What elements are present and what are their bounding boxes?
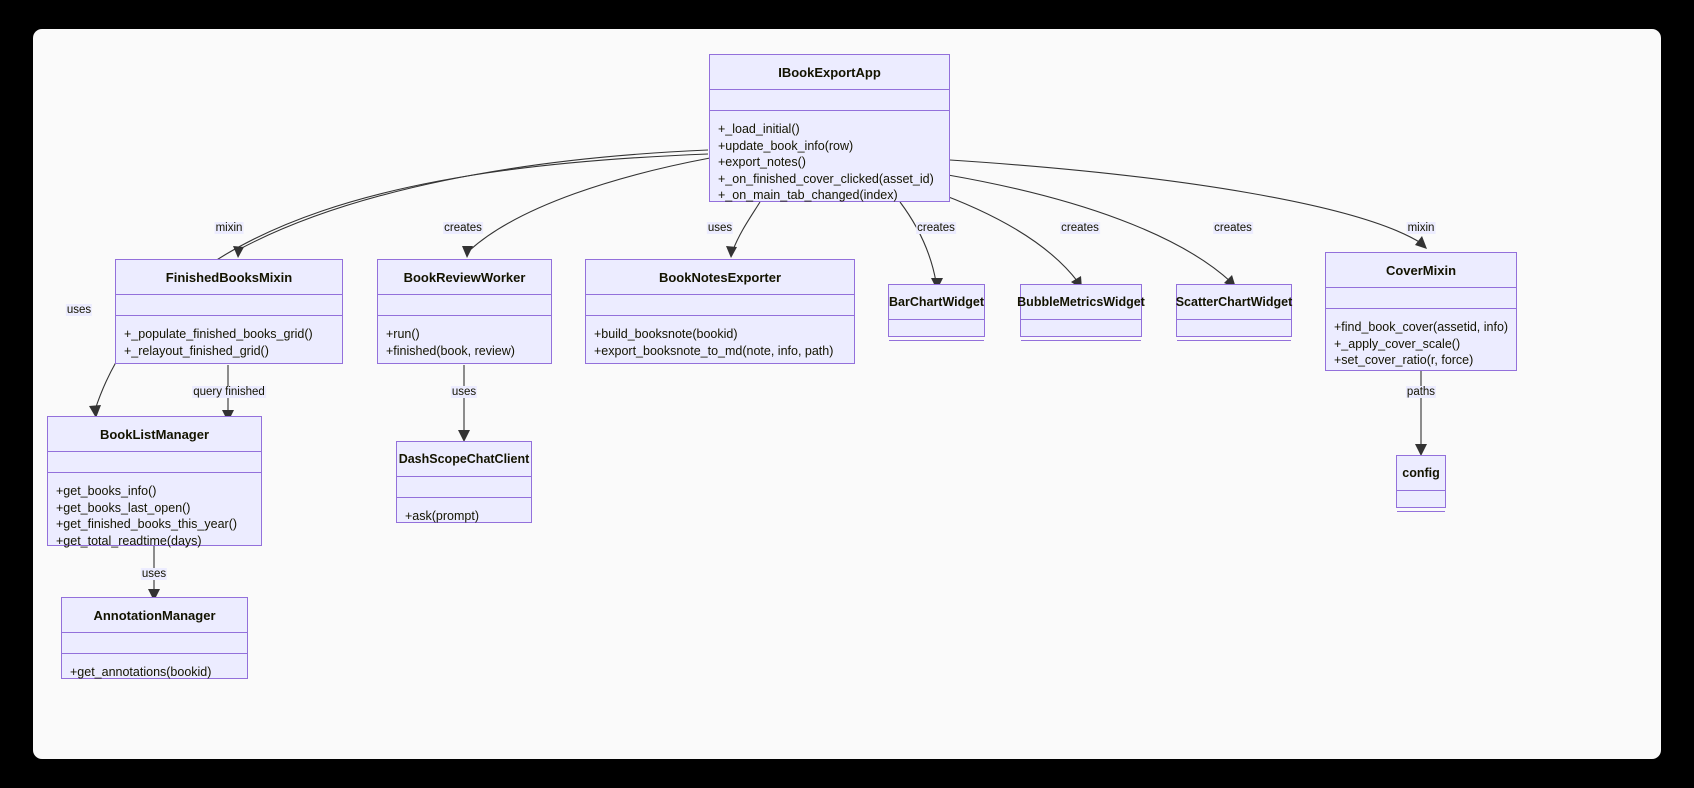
class-node-booklistmanager[interactable]: BookListManager +get_books_info() +get_b… xyxy=(47,416,262,548)
class-title: FinishedBooksMixin xyxy=(116,260,342,295)
class-attributes xyxy=(1326,288,1516,309)
method-item: +finished(book, review) xyxy=(386,343,515,358)
class-methods: +get_annotations(bookid) xyxy=(62,654,247,687)
class-title: DashScopeChatClient xyxy=(397,442,531,477)
method-item: +run() xyxy=(386,327,420,341)
class-methods: +run() +finished(book, review) xyxy=(378,316,551,365)
edge-label-creates-barchartwidget: creates xyxy=(916,222,956,234)
class-node-scatterchartwidget[interactable]: ScatterChartWidget xyxy=(1176,284,1292,341)
class-title: BarChartWidget xyxy=(889,285,984,320)
class-node-finishedbooksmixin[interactable]: FinishedBooksMixin +_populate_finished_b… xyxy=(115,259,343,364)
method-item: +ask(prompt) xyxy=(405,509,479,523)
method-item: +_load_initial() xyxy=(718,122,800,136)
class-methods: +_load_initial() +update_book_info(row) … xyxy=(710,111,949,210)
class-methods xyxy=(1021,341,1141,360)
class-title: ScatterChartWidget xyxy=(1176,285,1292,320)
class-methods: +build_booksnote(bookid) +export_booksno… xyxy=(586,316,854,365)
class-methods xyxy=(1397,512,1445,531)
class-title: BookListManager xyxy=(48,417,261,452)
method-item: +_populate_finished_books_grid() xyxy=(124,327,313,341)
edge-label-mixin-covermixin: mixin xyxy=(1406,222,1436,234)
class-attributes xyxy=(1021,320,1141,341)
class-attributes xyxy=(1177,320,1291,341)
edge-label-uses-booknotesexporter: uses xyxy=(706,222,734,234)
class-node-annotationmanager[interactable]: AnnotationManager +get_annotations(booki… xyxy=(61,597,248,679)
method-item: +export_booksnote_to_md(note, info, path… xyxy=(594,343,834,358)
method-item: +_on_finished_cover_clicked(asset_id) xyxy=(718,171,934,186)
class-title: BookReviewWorker xyxy=(378,260,551,295)
class-node-bookreviewworker[interactable]: BookReviewWorker +run() +finished(book, … xyxy=(377,259,552,364)
edge-label-uses-booklistmanager: uses xyxy=(65,304,93,316)
class-title: IBookExportApp xyxy=(710,55,949,90)
class-methods: +get_books_info() +get_books_last_open()… xyxy=(48,473,261,555)
method-item: +build_booksnote(bookid) xyxy=(594,327,738,341)
class-node-bubblemetricswidget[interactable]: BubbleMetricsWidget xyxy=(1017,284,1145,341)
edge-label-uses-dashscopechatclient: uses xyxy=(450,386,478,398)
method-item: +get_books_info() xyxy=(56,484,157,498)
class-attributes xyxy=(378,295,551,316)
class-attributes xyxy=(116,295,342,316)
class-attributes xyxy=(397,477,531,498)
class-node-dashscopechatclient[interactable]: DashScopeChatClient +ask(prompt) xyxy=(396,441,532,523)
method-item: +export_notes() xyxy=(718,155,806,170)
method-item: +_relayout_finished_grid() xyxy=(124,343,269,358)
class-node-covermixin[interactable]: CoverMixin +find_book_cover(assetid, inf… xyxy=(1325,252,1517,371)
method-item: +_on_main_tab_changed(index) xyxy=(718,188,898,203)
class-title: config xyxy=(1397,456,1445,491)
method-item: +get_books_last_open() xyxy=(56,500,191,515)
class-attributes xyxy=(889,320,984,341)
edge-label-creates-bubblemetricswidget: creates xyxy=(1060,222,1100,234)
class-attributes xyxy=(62,633,247,654)
class-methods: +_populate_finished_books_grid() +_relay… xyxy=(116,316,342,365)
class-title: AnnotationManager xyxy=(62,598,247,633)
method-item: +find_book_cover(assetid, info) xyxy=(1334,320,1509,334)
edge-label-creates-scatterchartwidget: creates xyxy=(1213,222,1253,234)
method-item: +get_total_readtime(days) xyxy=(56,533,202,548)
edge-label-paths-config: paths xyxy=(1405,386,1437,398)
method-item: +set_cover_ratio(r, force) xyxy=(1334,353,1474,368)
method-item: +get_finished_books_this_year() xyxy=(56,517,238,532)
class-node-booknotesexporter[interactable]: BookNotesExporter +build_booksnote(booki… xyxy=(585,259,855,364)
class-methods xyxy=(889,341,984,360)
class-methods: +find_book_cover(assetid, info) +_apply_… xyxy=(1326,309,1516,375)
method-item: +get_annotations(bookid) xyxy=(70,665,212,679)
class-attributes xyxy=(1397,491,1445,512)
class-node-barchartwidget[interactable]: BarChartWidget xyxy=(888,284,985,341)
class-node-ibookexportapp[interactable]: IBookExportApp +_load_initial() +update_… xyxy=(709,54,950,202)
class-title: BookNotesExporter xyxy=(586,260,854,295)
class-methods: +ask(prompt) xyxy=(397,498,531,531)
class-attributes xyxy=(710,90,949,111)
edge-label-query-finished: query finished xyxy=(192,386,266,398)
class-attributes xyxy=(48,452,261,473)
class-attributes xyxy=(586,295,854,316)
edge-label-uses-annotationmanager: uses xyxy=(140,568,168,580)
edge-label-mixin-finishedbooksmixin: mixin xyxy=(214,222,244,234)
class-node-config[interactable]: config xyxy=(1396,455,1446,512)
method-item: +_apply_cover_scale() xyxy=(1334,336,1461,351)
edge-label-creates-bookreviewworker: creates xyxy=(443,222,483,234)
class-methods xyxy=(1177,341,1291,360)
method-item: +update_book_info(row) xyxy=(718,138,854,153)
class-title: BubbleMetricsWidget xyxy=(1017,285,1145,320)
class-title: CoverMixin xyxy=(1326,253,1516,288)
